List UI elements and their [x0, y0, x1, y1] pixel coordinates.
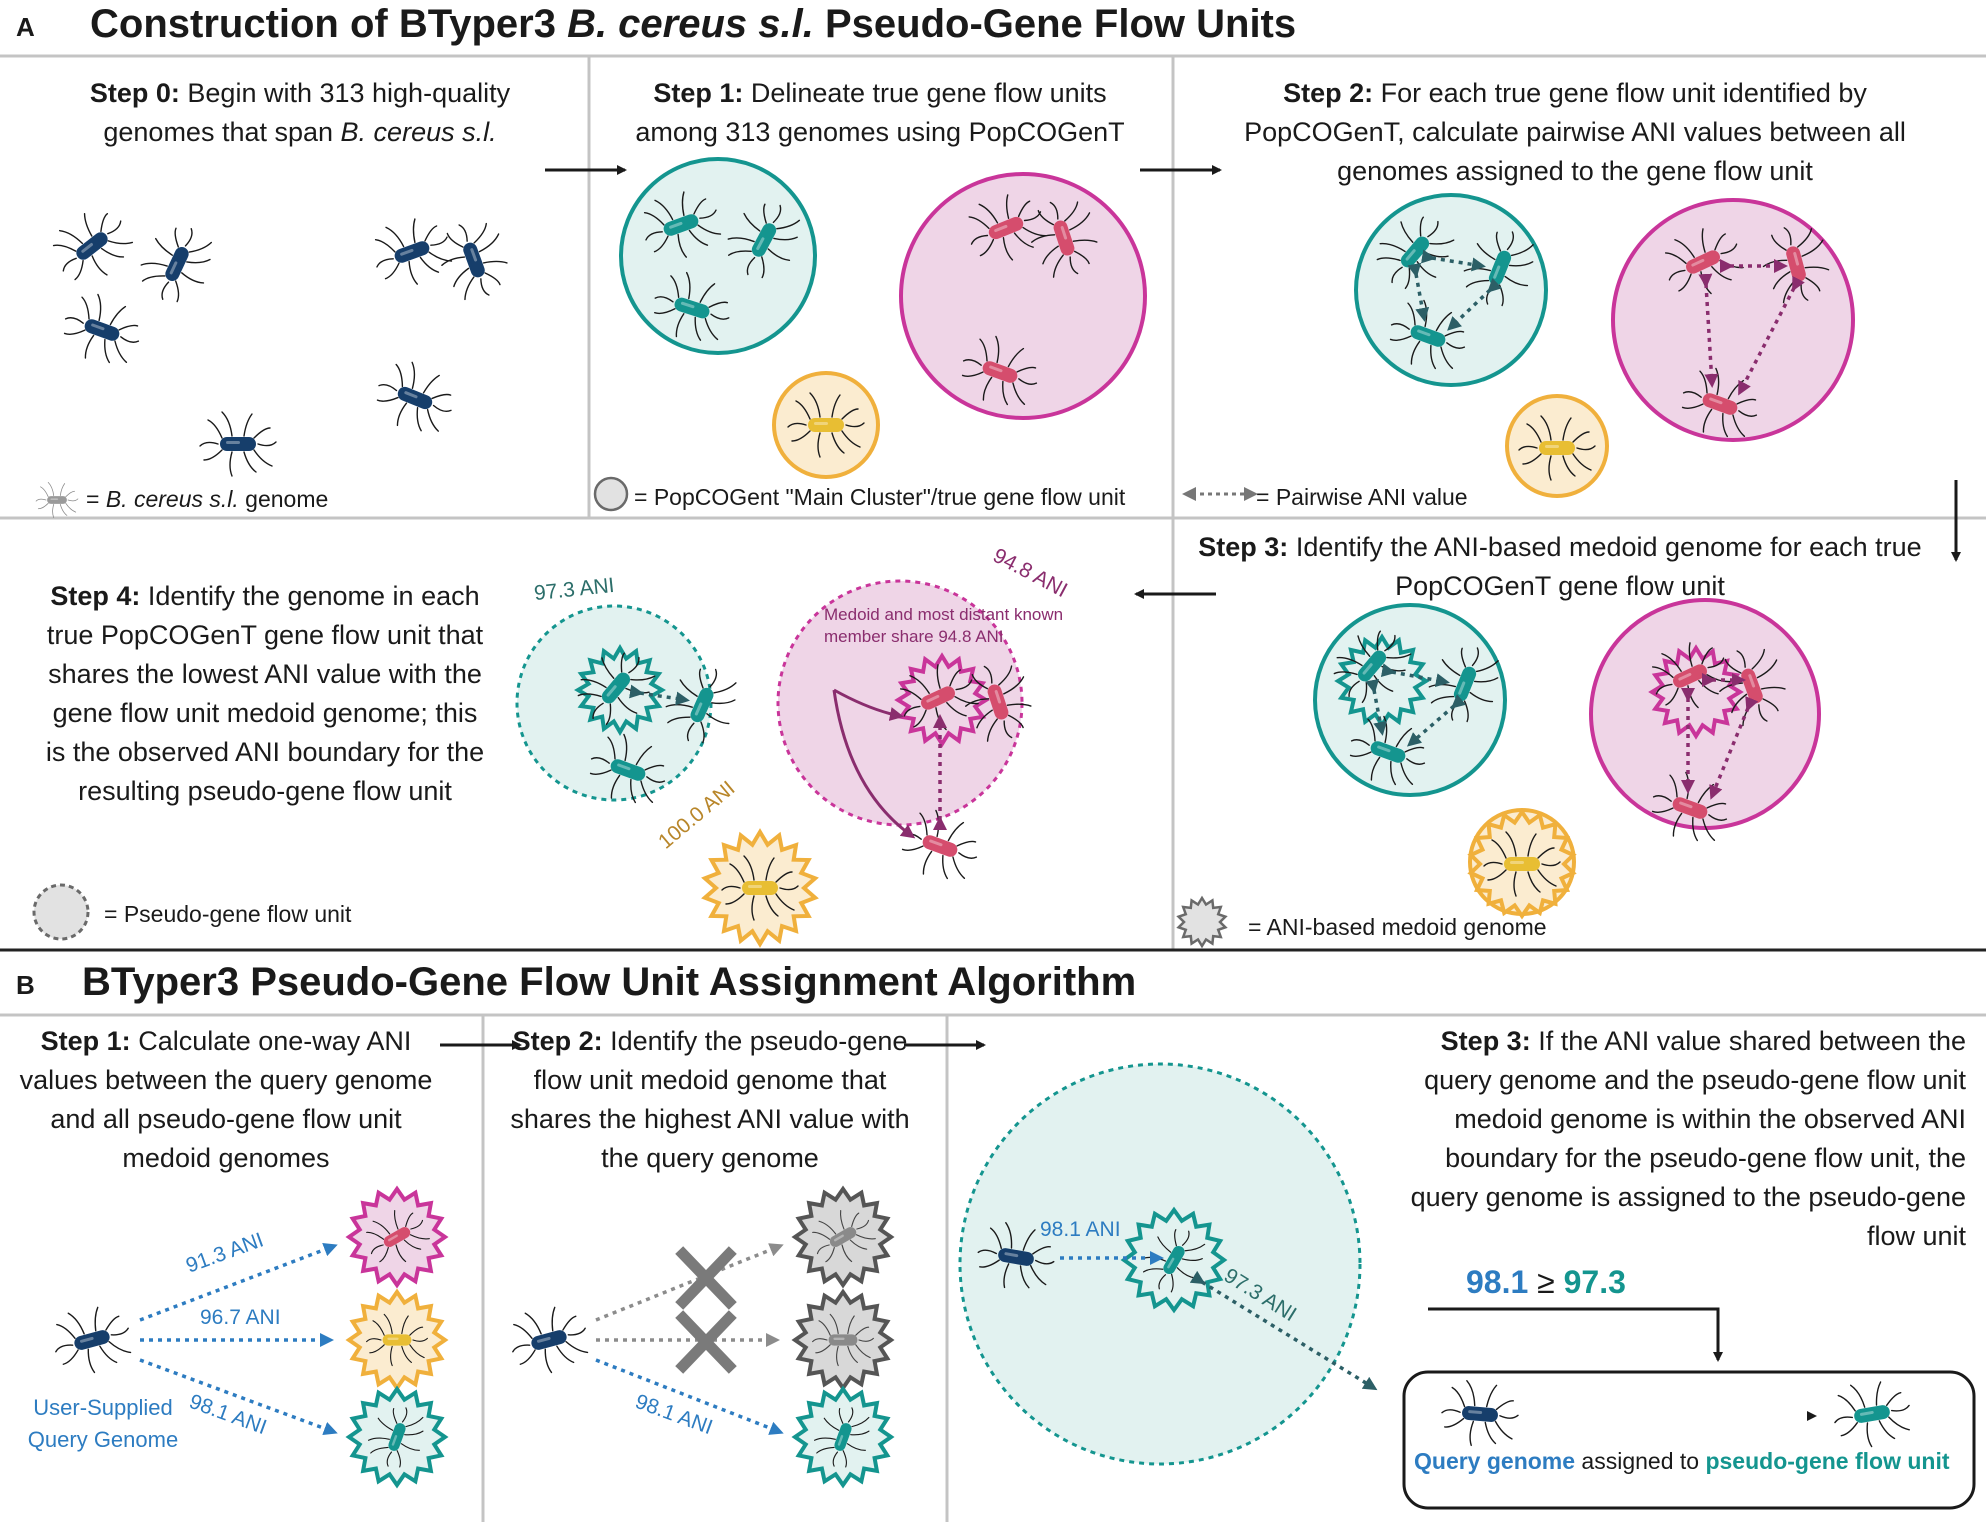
- panel-b-label: B: [16, 970, 35, 1000]
- b-step1-head: Step 1:: [40, 1026, 131, 1056]
- step3-body: Identify the ANI-based medoid genome for…: [1288, 532, 1922, 601]
- final-mid: assigned to: [1575, 1448, 1706, 1474]
- step0-head: Step 0:: [89, 78, 180, 108]
- panel-a-title-post: Pseudo-Gene Flow Units: [813, 2, 1297, 46]
- legend-pairwise: = Pairwise ANI value: [1256, 484, 1468, 510]
- panel-a-title: Construction of BTyper3 B. cereus s.l. P…: [90, 2, 1296, 47]
- b-step2-body: Identify the pseudo-gene flow unit medoi…: [510, 1026, 910, 1173]
- ani-label-967: 96.7 ANI: [200, 1306, 281, 1329]
- panel-b-step3-text: Step 3: If the ANI value shared between …: [1410, 1022, 1966, 1256]
- panel-b-step1-text: Step 1: Calculate one-way ANI values bet…: [16, 1022, 436, 1178]
- b-step1-body: Calculate one-way ANI values between the…: [19, 1026, 433, 1173]
- legend-genome-pre: =: [86, 486, 106, 512]
- ani-comparison: 98.1 ≥ 97.3: [1466, 1264, 1626, 1301]
- medoid-note: Medoid and most distant known member sha…: [824, 605, 1064, 646]
- cmp-op: ≥: [1537, 1264, 1555, 1300]
- cmp-left: 98.1: [1466, 1264, 1529, 1300]
- legend-genome: = B. cereus s.l. genome: [86, 486, 328, 513]
- step2-head: Step 2:: [1283, 78, 1374, 108]
- b-step3-head: Step 3:: [1440, 1026, 1531, 1056]
- panel-a-step3-text: Step 3: Identify the ANI-based medoid ge…: [1185, 528, 1935, 606]
- legend-medoid: = ANI-based medoid genome: [1248, 914, 1547, 940]
- panel-a-step1-text: Step 1: Delineate true gene flow units a…: [610, 74, 1150, 152]
- panel-b-title: BTyper3 Pseudo-Gene Flow Unit Assignment…: [82, 960, 1137, 1004]
- legend-genome-post: genome: [238, 486, 329, 512]
- cmp-right: 97.3: [1563, 1264, 1626, 1300]
- b-step2-head: Step 2:: [512, 1026, 603, 1056]
- panel-b-step2-text: Step 2: Identify the pseudo-gene flow un…: [490, 1022, 930, 1178]
- user-query-label: User-Supplied Query Genome: [27, 1395, 179, 1452]
- panel-a-step2-text: Step 2: For each true gene flow unit ide…: [1200, 74, 1950, 191]
- step0-body: Begin with 313 high-quality genomes that…: [103, 78, 511, 147]
- legend-cluster: = PopCOGent "Main Cluster"/true gene flo…: [634, 484, 1126, 510]
- b-step3-body: If the ANI value shared between the quer…: [1410, 1026, 1966, 1251]
- legend-genome-italic: B. cereus s.l.: [105, 486, 239, 512]
- panel-a-step4-text: Step 4: Identify the genome in each true…: [40, 577, 490, 811]
- step0-italic: B. cereus s.l.: [340, 117, 497, 147]
- step4-head: Step 4:: [50, 581, 141, 611]
- panel-a-step0-text: Step 0: Begin with 313 high-quality geno…: [40, 74, 560, 152]
- ani-label-981-step3: 98.1 ANI: [1040, 1218, 1121, 1241]
- final-query: Query genome: [1414, 1448, 1576, 1474]
- step4-body: Identify the genome in each true PopCOGe…: [45, 581, 485, 806]
- legend-pseudo: = Pseudo-gene flow unit: [104, 901, 352, 927]
- panel-a-label: A: [16, 12, 35, 42]
- step1-head: Step 1:: [653, 78, 744, 108]
- final-unit: pseudo-gene flow unit: [1705, 1448, 1950, 1474]
- step1-body: Delineate true gene flow units among 313…: [635, 78, 1125, 147]
- panel-a-title-pre: Construction of BTyper3: [90, 2, 568, 46]
- step3-head: Step 3:: [1198, 532, 1289, 562]
- final-assignment: Query genome assigned to pseudo-gene flo…: [1414, 1448, 1950, 1475]
- panel-a-title-italic: B. cereus s.l.: [567, 2, 814, 46]
- step2-body: For each true gene flow unit identified …: [1244, 78, 1906, 186]
